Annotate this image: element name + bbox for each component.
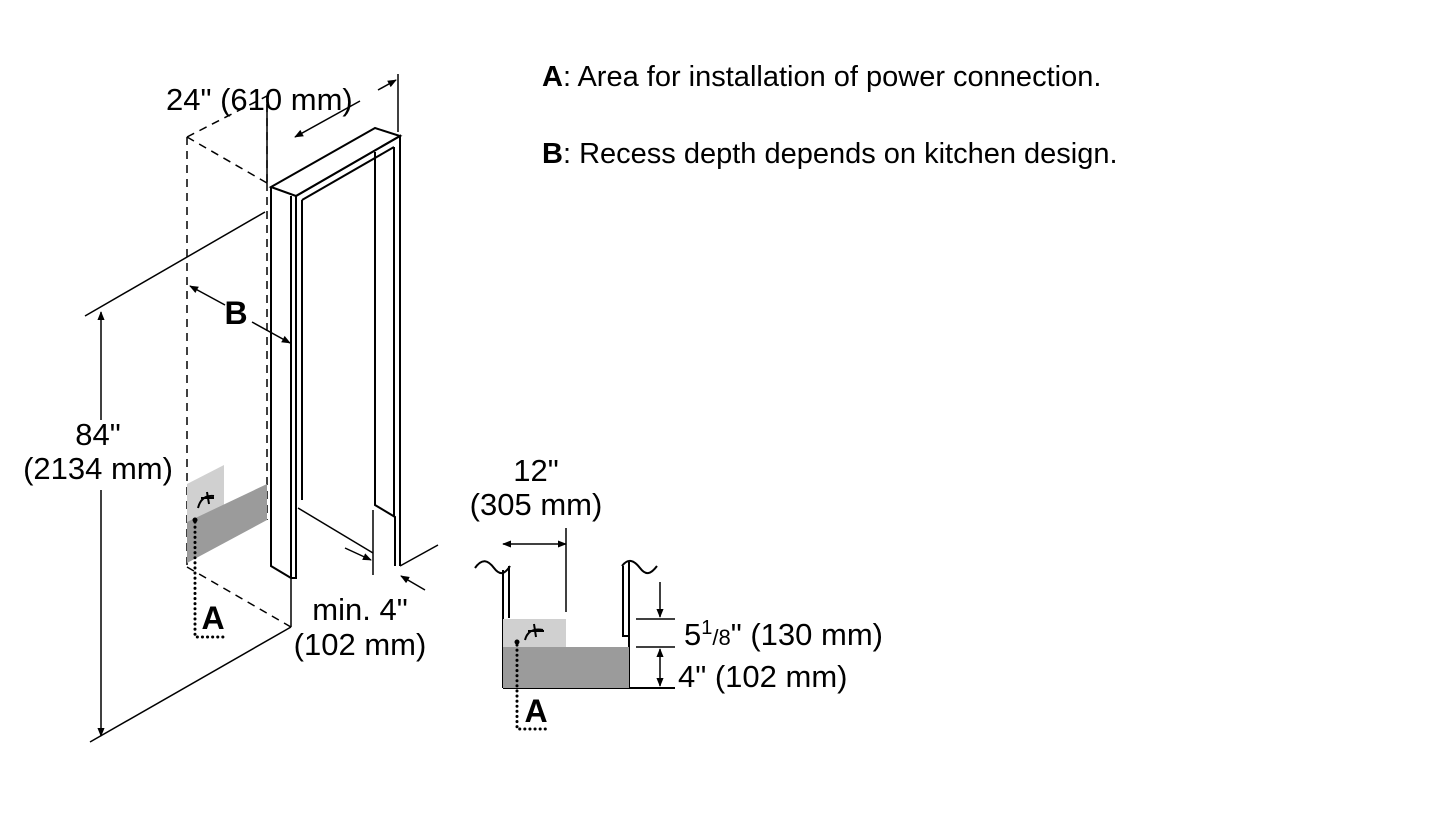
ceiling-line <box>84 211 266 317</box>
main-view: 24" (610 mm) 84" (2134 mm) B min. 4" (10… <box>23 74 439 743</box>
power-socket-icon <box>197 491 215 509</box>
legend-a-text: : Area for installation of power connect… <box>562 61 1102 93</box>
detail-power-socket-icon <box>524 623 544 641</box>
detail-upper-label: 51/8" (130 mm) <box>684 617 883 652</box>
width-label: 24" (610 mm) <box>166 82 353 117</box>
break-symbol-left <box>474 560 511 574</box>
height-label-mm: (2134 mm) <box>23 451 173 486</box>
detail-lower-label: 4" (102 mm) <box>678 659 848 694</box>
break-symbol-right <box>621 560 658 574</box>
recess-depth-dimension: B <box>189 285 291 344</box>
legend-b: B: Recess depth depends on kitchen desig… <box>542 137 1118 171</box>
detail-width-label-mm: (305 mm) <box>470 487 603 522</box>
height-label-in: 84" <box>75 417 121 452</box>
label-a-detail: A <box>524 693 547 729</box>
detail-view: A 12" (305 mm) 51/8" (130 mm) 4" (102 mm… <box>470 453 883 731</box>
legend-a-key: A <box>542 61 563 93</box>
legend-b-text: : Recess depth depends on kitchen design… <box>562 138 1118 170</box>
label-b: B <box>224 295 247 331</box>
label-a-main: A <box>201 600 224 636</box>
legend-a: A: Area for installation of power connec… <box>542 60 1101 94</box>
power-zone-dark <box>187 484 267 563</box>
height-dimension: 84" (2134 mm) <box>23 311 173 737</box>
min-gap-dimension: min. 4" (102 mm) <box>294 507 439 662</box>
width-dimension: 24" (610 mm) <box>166 74 399 183</box>
detail-width-label-in: 12" <box>513 453 559 488</box>
min-gap-label-mm: (102 mm) <box>294 627 427 662</box>
appliance-panel <box>268 126 403 579</box>
legend-b-key: B <box>542 138 563 170</box>
floor-line <box>89 626 292 743</box>
min-gap-label-in: min. 4" <box>312 592 407 627</box>
detail-power-zone-dark <box>503 647 629 688</box>
